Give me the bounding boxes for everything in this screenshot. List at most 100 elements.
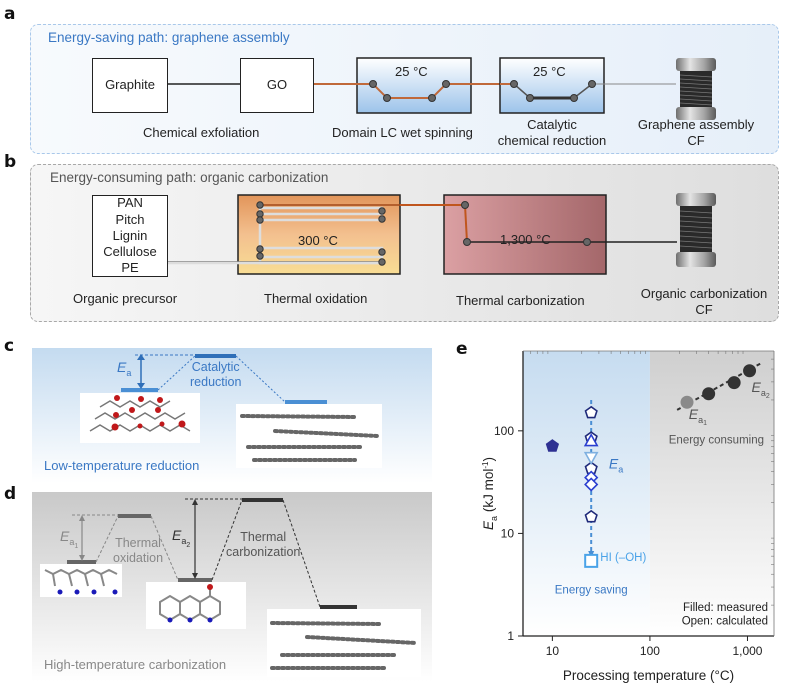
data-point-calculated-triangle [583, 433, 599, 447]
data-point-carbonization-Ea1 [680, 395, 694, 409]
catalytic-reduction-label: Catalytic reduction [190, 360, 241, 390]
thermal-carbonization-line2: carbonization [226, 545, 301, 559]
annotation-subsub: 2 [766, 393, 770, 400]
data-point-HI (-OH) [584, 553, 599, 568]
y-label-unit: (kJ mol [481, 469, 496, 516]
stacked-graphene-image [236, 404, 382, 468]
x-tick-label: 100 [640, 644, 660, 658]
energy-saving-path-title: Energy-saving path: graphene assembly [48, 30, 290, 45]
chart-annotation: Filled: measured [683, 602, 768, 614]
ea1-arrow-head-down [79, 555, 85, 561]
panel-c-energy-diagram [32, 348, 432, 483]
ea2-subscript: a [181, 535, 187, 546]
graphene-cf-caption-line2: CF [687, 133, 705, 149]
chart-annotation: Energy consuming [669, 435, 764, 447]
chart-annotation: Energy saving [555, 584, 628, 596]
ea2-symbol: E [172, 527, 182, 543]
chart-annotation: Ea1 [689, 406, 707, 427]
panel-b-letter: b [4, 152, 17, 172]
wet-spinning-temperature: 25 °C [395, 64, 428, 79]
precursor-item: Cellulose [103, 244, 157, 260]
data-point-measured-pentagon [545, 439, 560, 452]
ea1-subsubscript: 1 [74, 542, 79, 550]
low-temperature-reduction-label: Low-temperature reduction [44, 458, 200, 473]
oxidation-caption: Thermal oxidation [264, 291, 368, 306]
catalytic-reduction-line1: Catalytic [191, 360, 240, 374]
ea1-symbol: E [60, 528, 70, 544]
y-tick-label: 100 [494, 424, 514, 438]
ladder-polymer-molecule-image [146, 582, 246, 629]
organic-cf-spool-icon [676, 193, 716, 267]
data-point-calculated-pentagon [584, 405, 598, 419]
y-axis-label: Ea (kJ mol-1) [481, 457, 499, 530]
annotation-sub: a [698, 415, 703, 425]
thermal-oxidation-line1: Thermal [115, 536, 161, 550]
reduction-rollers [510, 80, 596, 102]
organic-cf-caption-line1: Organic carbonization [640, 286, 768, 301]
reduction-caption-line1: Catalytic [527, 117, 577, 132]
rise-dashed-line [157, 355, 196, 391]
y-label-sub: a [489, 516, 499, 521]
data-point-calculated-pentagon [584, 509, 598, 523]
oxidation-rise [95, 515, 119, 563]
ea1-arrow-head-up [79, 515, 85, 521]
panel-d-letter: d [4, 484, 17, 504]
carbonization-rollers [461, 201, 591, 246]
pan-chain-molecule-image [40, 564, 122, 597]
annotation-symbol: E [609, 455, 619, 471]
ea2-arrow-head-up [192, 499, 198, 505]
thermal-oxidation-line2: oxidation [113, 551, 164, 565]
x-tick-label: 1,000 [732, 644, 762, 658]
wet-spinning-rollers [369, 80, 450, 102]
precursor-box: PAN Pitch Lignin Cellulose PE [92, 195, 168, 277]
go-box: GO [240, 58, 314, 113]
precursor-item: PAN [117, 195, 143, 211]
thermal-carbonization-label: Thermal carbonization [226, 530, 300, 560]
ea-symbol: E [117, 359, 127, 375]
ea1-label: Ea1 [60, 528, 78, 550]
graphene-cf-caption-line1: Graphene assembly [637, 117, 755, 132]
data-point-carbonization [702, 387, 716, 401]
ea2-label: Ea2 [172, 527, 190, 549]
energy-saving-region [523, 351, 650, 636]
precursor-item: PE [121, 260, 139, 276]
graphene-cf-caption: Graphene assembly CF [632, 117, 760, 150]
chart-annotation: Ea2 [752, 379, 770, 400]
carbonization-oven [443, 194, 607, 275]
graphitic-carbon-image [267, 609, 421, 677]
annotation-symbol: E [689, 406, 699, 422]
precursor-item: Pitch [115, 211, 145, 227]
graphene-oxide-molecule-image [80, 393, 200, 443]
data-point-carbonization [727, 376, 741, 390]
carbonization-temperature: 1,300 °C [500, 232, 551, 247]
thermal-oxidation-label: Thermal oxidation [113, 536, 163, 566]
panel-b-flow-diagram [167, 193, 716, 275]
x-tick-label: 10 [546, 644, 560, 658]
energy-consuming-path-title: Energy-consuming path: organic carboniza… [50, 170, 329, 185]
panel-e-letter: e [456, 339, 468, 359]
annotation-symbol: E [752, 379, 762, 395]
oxidation-temperature: 300 °C [298, 233, 338, 248]
chart-annotation: HI (–OH) [600, 552, 646, 564]
reduction-caption-line2: chemical reduction [497, 133, 607, 149]
annotation-sub: a [618, 464, 623, 474]
wet-spinning-fiber [313, 83, 500, 99]
y-tick-label: 1 [507, 629, 514, 643]
arrow-head-down [137, 383, 145, 389]
y-tick-label: 10 [501, 526, 515, 540]
ea2-subsubscript: 2 [186, 541, 191, 549]
panel-c-letter: c [4, 336, 15, 356]
data-point-calculated-diamond [584, 477, 599, 492]
precursor-item: Lignin [112, 227, 148, 243]
exfoliation-caption: Chemical exfoliation [143, 125, 260, 140]
data-point-calculated-triangle-down [583, 451, 599, 466]
annotation-subsub: 1 [703, 420, 707, 427]
high-temperature-carbonization-label: High-temperature carbonization [44, 657, 227, 672]
chart-annotation: Ea [609, 455, 623, 474]
annotation-sub: a [761, 388, 766, 398]
reduction-temperature: 25 °C [533, 64, 566, 79]
panel-a-letter: a [4, 4, 16, 24]
organic-cf-caption-line2: CF [695, 302, 713, 318]
ea2-arrow-head-down [192, 573, 198, 579]
